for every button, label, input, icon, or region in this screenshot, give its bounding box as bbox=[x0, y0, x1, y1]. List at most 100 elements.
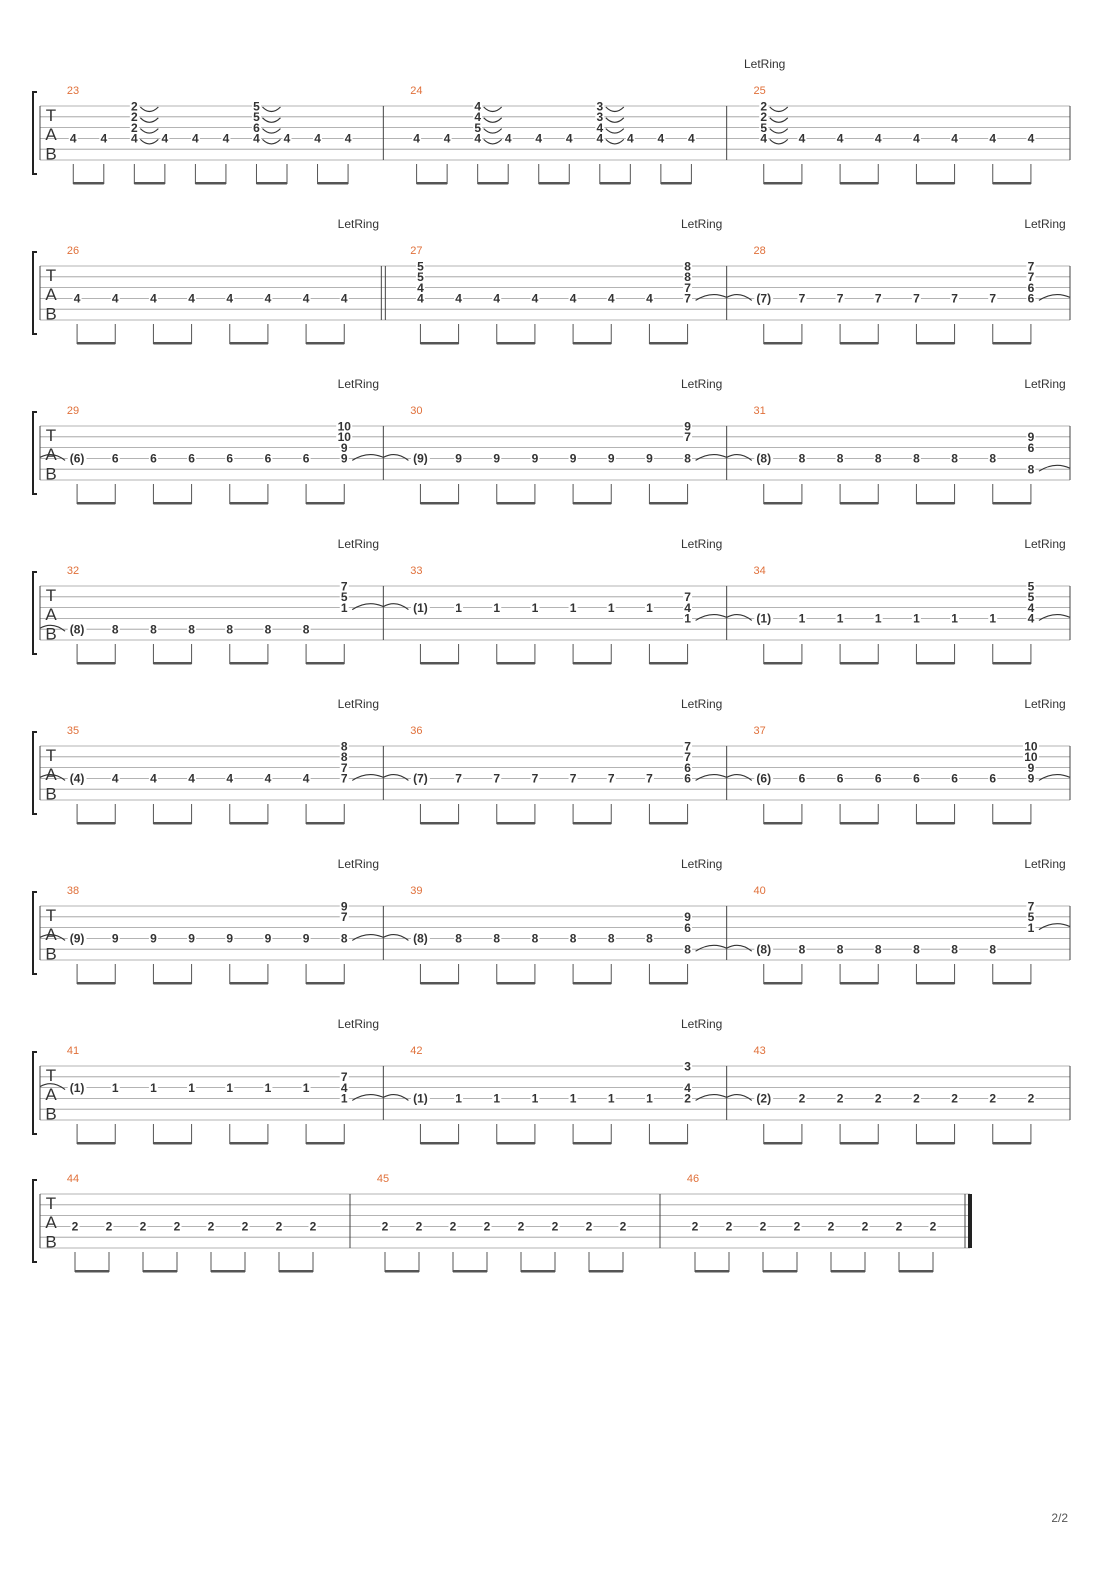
fret-knockout bbox=[301, 452, 311, 464]
tie-arc bbox=[605, 117, 625, 123]
tie-arc bbox=[1038, 613, 1071, 621]
fret-knockout bbox=[339, 602, 349, 614]
beam bbox=[256, 182, 287, 185]
fret-number: (9) bbox=[413, 452, 428, 466]
fret-knockout bbox=[988, 612, 998, 624]
tie-arc bbox=[605, 128, 625, 134]
fret-knockout bbox=[301, 772, 311, 784]
fret-knockout bbox=[797, 943, 807, 955]
fret-number: (1) bbox=[756, 612, 771, 626]
beam bbox=[916, 982, 955, 985]
fret-number: 8 bbox=[913, 452, 920, 466]
fret-knockout bbox=[644, 452, 654, 464]
fret-knockout bbox=[411, 1092, 430, 1104]
fret-number: 7 bbox=[455, 772, 462, 786]
fret-number: 9 bbox=[1028, 772, 1035, 786]
fret-knockout bbox=[129, 111, 139, 123]
fret-knockout bbox=[263, 452, 273, 464]
fret-knockout bbox=[448, 1220, 458, 1232]
fret-knockout bbox=[1026, 1092, 1036, 1104]
fret-number: 1 bbox=[570, 601, 577, 615]
beam bbox=[649, 1142, 688, 1145]
fret-knockout bbox=[492, 772, 502, 784]
fret-knockout bbox=[826, 1220, 836, 1232]
fret-number: 8 bbox=[455, 932, 462, 946]
fret-knockout bbox=[282, 132, 292, 144]
fret-number: 4 bbox=[608, 292, 615, 306]
fret-knockout bbox=[187, 623, 197, 635]
system-bracket bbox=[32, 1179, 37, 1263]
fret-knockout bbox=[873, 132, 883, 144]
measure-number: 23 bbox=[67, 85, 79, 97]
beam bbox=[496, 662, 535, 665]
tie-arc bbox=[139, 117, 159, 123]
fret-knockout bbox=[873, 452, 883, 464]
beam bbox=[317, 182, 349, 185]
beam bbox=[73, 182, 104, 185]
fret-knockout bbox=[988, 943, 998, 955]
fret-knockout bbox=[187, 452, 197, 464]
fret-knockout bbox=[339, 772, 349, 784]
fret-number: 2 bbox=[692, 1220, 699, 1234]
fret-knockout bbox=[240, 1220, 250, 1232]
tie-arc bbox=[39, 1083, 66, 1091]
fret-number: 6 bbox=[253, 121, 260, 135]
fret-number: 4 bbox=[253, 132, 260, 146]
fret-knockout bbox=[454, 452, 464, 464]
fret-number: (4) bbox=[70, 772, 85, 786]
fret-knockout bbox=[797, 292, 807, 304]
fret-knockout bbox=[308, 1220, 318, 1232]
fret-number: 4 bbox=[596, 132, 603, 146]
fret-knockout bbox=[759, 122, 769, 134]
beam bbox=[143, 1270, 177, 1273]
fret-number: 1 bbox=[875, 612, 882, 626]
fret-knockout bbox=[911, 132, 921, 144]
fret-number: 5 bbox=[1028, 910, 1035, 924]
fret-knockout bbox=[683, 740, 693, 752]
let-ring-label: LetRing bbox=[744, 57, 785, 71]
fret-knockout bbox=[683, 452, 693, 464]
fret-knockout bbox=[797, 132, 807, 144]
fret-knockout bbox=[301, 623, 311, 635]
fret-knockout bbox=[129, 122, 139, 134]
fret-number: 8 bbox=[532, 932, 539, 946]
fret-knockout bbox=[754, 1092, 774, 1104]
fret-number: 6 bbox=[112, 452, 119, 466]
fret-number: 4 bbox=[188, 292, 195, 306]
measure-number: 35 bbox=[67, 725, 79, 737]
beam bbox=[453, 1270, 487, 1273]
beam bbox=[573, 982, 612, 985]
beam bbox=[211, 1270, 245, 1273]
beam bbox=[599, 182, 631, 185]
system-bracket bbox=[32, 1051, 37, 1135]
fret-knockout bbox=[454, 292, 464, 304]
fret-knockout bbox=[625, 132, 635, 144]
fret-number: 7 bbox=[341, 772, 348, 786]
fret-number: 2 bbox=[131, 121, 138, 135]
fret-number: 4 bbox=[341, 1081, 348, 1095]
fret-number: 7 bbox=[341, 579, 348, 593]
fret-number: 4 bbox=[341, 292, 348, 306]
fret-number: 1 bbox=[1028, 921, 1035, 935]
measure-number: 30 bbox=[410, 405, 422, 417]
fret-number: 9 bbox=[532, 452, 539, 466]
measure-number: 39 bbox=[410, 885, 422, 897]
fret-knockout bbox=[754, 772, 774, 784]
beam bbox=[420, 502, 459, 505]
fret-knockout bbox=[835, 943, 845, 955]
beam bbox=[77, 342, 116, 345]
fret-knockout bbox=[988, 452, 998, 464]
fret-number: 6 bbox=[684, 772, 691, 786]
fret-knockout bbox=[160, 132, 170, 144]
fret-knockout bbox=[99, 132, 109, 144]
fret-number: 1 bbox=[455, 601, 462, 615]
beam bbox=[649, 342, 688, 345]
fret-number: 4 bbox=[570, 292, 577, 306]
fret-number: 10 bbox=[1024, 750, 1038, 764]
fret-knockout bbox=[104, 1220, 114, 1232]
fret-number: 4 bbox=[444, 132, 451, 146]
beam bbox=[306, 982, 345, 985]
fret-number: 9 bbox=[188, 932, 195, 946]
measure-number: 34 bbox=[754, 565, 766, 577]
fret-knockout bbox=[950, 943, 960, 955]
